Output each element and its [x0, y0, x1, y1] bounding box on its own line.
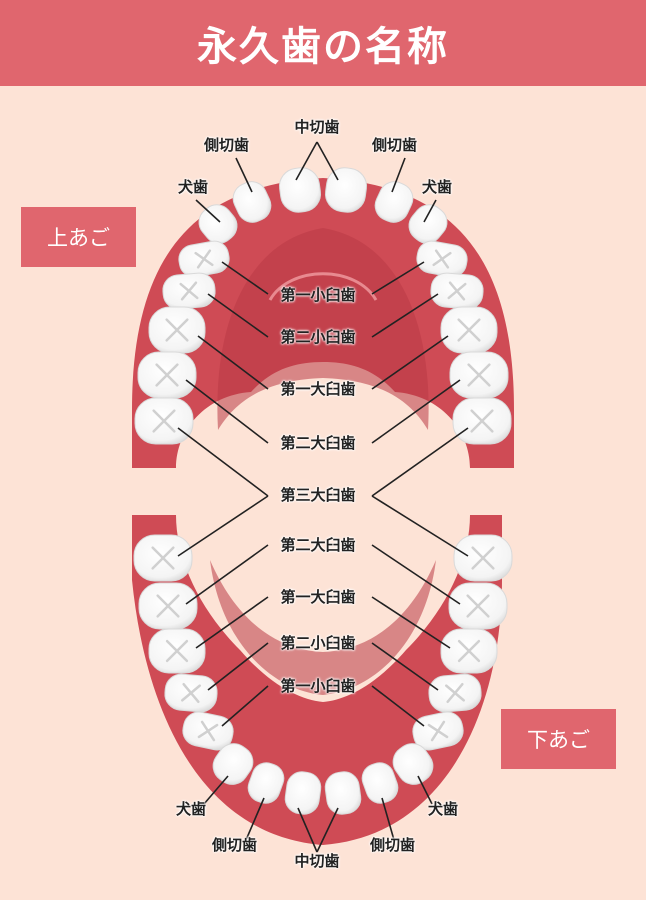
- leader-lines: [177, 141, 469, 853]
- lower-canine-left-tooth: [212, 743, 254, 785]
- leader-line: [371, 427, 469, 497]
- leader-line: [381, 797, 395, 841]
- label-upper-second-molar: 第二大臼歯: [280, 434, 356, 452]
- lower-premolar2-right-tooth: [428, 673, 482, 713]
- label-lower-lateral-incisor-left: 側切歯: [212, 836, 258, 854]
- upper-molar1-left-tooth: [148, 306, 206, 354]
- label-upper-lateral-incisor-left: 側切歯: [204, 136, 250, 154]
- leader-line: [371, 685, 425, 727]
- title-banner: 永久歯の名称: [0, 0, 646, 86]
- leader-line: [371, 544, 461, 605]
- lower-premolar1-right-tooth: [412, 711, 464, 751]
- leader-line: [295, 141, 318, 181]
- leader-line: [371, 379, 461, 444]
- teeth: [133, 167, 513, 815]
- label-lower-lateral-incisor-right: 側切歯: [370, 836, 416, 854]
- upper-molar3-right-tooth: [452, 397, 512, 445]
- leader-line: [185, 544, 269, 605]
- upper-molar2-right-tooth: [449, 351, 509, 399]
- lower-molar1-right-tooth: [440, 628, 498, 674]
- leader-line: [235, 157, 253, 193]
- leader-line: [185, 379, 269, 444]
- label-lower-first-molar: 第一大臼歯: [280, 588, 356, 606]
- leader-line: [177, 495, 269, 557]
- upper-premolar2-left-tooth: [162, 272, 216, 310]
- lower-canine-right-tooth: [392, 743, 434, 785]
- leader-line: [371, 261, 425, 295]
- upper-central-right-tooth: [324, 167, 368, 213]
- label-third-molar: 第三大臼歯: [280, 486, 356, 504]
- label-lower-first-premolar: 第一小臼歯: [280, 677, 356, 695]
- upper-molar2-left-tooth: [137, 351, 197, 399]
- lower-molar2-right-tooth: [448, 582, 508, 630]
- lower-premolar2-left-tooth: [164, 673, 218, 713]
- lower-molar3-right-tooth: [453, 534, 513, 582]
- lower-molar2-left-tooth: [138, 582, 198, 630]
- lower-tongue-area: [210, 560, 436, 695]
- leader-line: [195, 199, 221, 223]
- leader-line: [417, 775, 433, 805]
- leader-line: [203, 775, 229, 805]
- label-upper-first-molar: 第一大臼歯: [280, 380, 356, 398]
- leader-line: [371, 293, 439, 338]
- label-lower-central-incisor: 中切歯: [294, 852, 340, 870]
- leader-line: [423, 199, 437, 223]
- upper-central-left-tooth: [278, 167, 322, 213]
- leader-line: [371, 495, 469, 557]
- label-upper-canine-right: 犬歯: [422, 178, 453, 196]
- leader-line: [316, 141, 339, 181]
- leader-line: [207, 293, 269, 338]
- label-lower-second-premolar: 第二小臼歯: [280, 634, 356, 652]
- upper-palate: [217, 228, 429, 430]
- upper-canine-right-tooth: [408, 204, 448, 244]
- lower-lateral-right-tooth: [361, 762, 399, 804]
- upper-lateral-left-tooth: [232, 181, 272, 223]
- leader-line: [316, 807, 339, 853]
- leader-line: [207, 642, 269, 691]
- lower-molar3-left-tooth: [133, 534, 193, 582]
- upper-molar3-left-tooth: [134, 397, 194, 445]
- upper-palate-ridge: [268, 272, 378, 301]
- label-upper-first-premolar: 第一小臼歯: [280, 286, 356, 304]
- label-lower-canine-left: 犬歯: [176, 800, 207, 818]
- upper-molar1-right-tooth: [440, 306, 498, 354]
- lower-lateral-left-tooth: [247, 762, 285, 804]
- leader-line: [297, 807, 318, 853]
- leader-line: [371, 642, 439, 691]
- leader-line: [197, 335, 269, 390]
- lower-central-right-tooth: [324, 771, 362, 815]
- lower-premolar1-left-tooth: [182, 711, 234, 751]
- label-upper-canine-left: 犬歯: [178, 178, 209, 196]
- upper-jaw-badge: 上あご: [21, 207, 136, 267]
- label-upper-second-premolar: 第二小臼歯: [280, 328, 356, 346]
- label-upper-central-incisor: 中切歯: [294, 118, 340, 136]
- upper-lateral-right-tooth: [374, 181, 414, 223]
- page-title: 永久歯の名称: [197, 24, 449, 70]
- lower-jaw-badge: 下あご: [501, 709, 616, 769]
- label-lower-canine-right: 犬歯: [428, 800, 459, 818]
- leader-line: [221, 685, 269, 727]
- upper-premolar2-right-tooth: [430, 272, 484, 310]
- leader-line: [371, 596, 451, 649]
- leader-line: [371, 335, 449, 390]
- leader-line: [177, 427, 269, 497]
- label-upper-lateral-incisor-right: 側切歯: [372, 136, 418, 154]
- leader-line: [221, 261, 269, 295]
- lower-molar1-left-tooth: [148, 628, 206, 674]
- leader-line: [391, 157, 406, 193]
- leader-line: [245, 797, 265, 841]
- leader-line: [195, 596, 269, 649]
- label-lower-second-molar: 第二大臼歯: [280, 536, 356, 554]
